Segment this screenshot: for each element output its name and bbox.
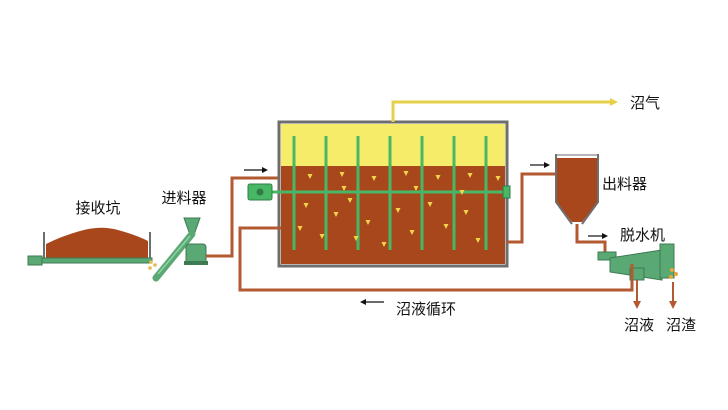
collection-pit — [27, 227, 157, 270]
discharge-bin — [555, 154, 599, 225]
dewatering-body — [609, 249, 663, 281]
collection-pit-label: 接收坑 — [75, 199, 120, 217]
agitator-end-cap — [502, 185, 511, 199]
pit-motor — [27, 255, 43, 266]
feeder — [152, 217, 208, 282]
digester-tank — [247, 120, 511, 268]
biogas-label: 沼气 — [630, 94, 660, 112]
gas-bubble — [395, 208, 401, 213]
digester-slurry — [281, 166, 505, 264]
gas-bubble — [381, 242, 387, 247]
gas-bubble — [435, 175, 441, 180]
dewatering-housing — [659, 243, 675, 279]
feed-direction-arrow — [244, 167, 268, 173]
biogas-residue-label: 沼渣 — [666, 316, 696, 334]
gas-bubble — [371, 176, 377, 181]
gas-bubble — [495, 176, 501, 181]
gas-bubble — [347, 198, 353, 203]
gas-bubble — [443, 224, 449, 229]
gas-bubble — [413, 186, 419, 191]
recirculation-label: 沼液循环 — [396, 300, 456, 318]
discharge-pipe — [507, 172, 556, 244]
gas-bubble — [307, 174, 313, 179]
gas-bubble — [463, 210, 469, 215]
feeder-label: 进料器 — [161, 189, 206, 207]
residue-particles — [669, 268, 678, 279]
gas-bubbles — [297, 171, 501, 247]
discharge-label: 出料器 — [602, 175, 647, 193]
feeder-hopper — [183, 217, 201, 233]
gas-bubble — [409, 230, 415, 235]
gas-bubble — [365, 220, 371, 225]
pit-slurry-mound — [46, 227, 148, 258]
gas-bubble — [341, 186, 347, 191]
recirculation-pipe — [238, 226, 634, 292]
pit-conveyor — [39, 257, 153, 264]
discharge-bin-outline — [555, 154, 599, 225]
gas-bubble — [353, 236, 359, 241]
biogas-arrowhead — [610, 98, 618, 106]
dewatering-feed-pipe — [575, 224, 607, 252]
biogas-slurry-label: 沼液 — [624, 316, 654, 334]
gas-bubble — [297, 226, 303, 231]
recirculation-direction-arrow — [360, 299, 384, 305]
gas-bubble — [339, 172, 345, 177]
discharge-bin-body — [556, 158, 598, 222]
gas-bubble — [475, 238, 481, 243]
gas-bubble — [333, 212, 339, 217]
gas-bubble — [467, 173, 473, 178]
feeder-screw-highlight — [157, 235, 191, 275]
digester-gas-layer — [281, 124, 505, 166]
gas-bubble — [303, 203, 309, 208]
agitator-motor-hub — [256, 188, 264, 196]
gas-bubble — [319, 234, 325, 239]
feeder-base — [184, 261, 208, 265]
slurry-output-arrowhead — [633, 301, 641, 309]
gas-bubble — [403, 171, 409, 176]
dewatering-inlet — [597, 251, 617, 261]
discharge-direction-arrow — [530, 162, 550, 168]
dewatering-feed-arrow — [588, 233, 608, 239]
pit-falling-particles — [148, 260, 157, 270]
feed-pipe — [206, 176, 278, 258]
residue-output-arrowhead — [669, 301, 677, 309]
biogas-pipe — [391, 100, 612, 122]
dewatering-machine — [597, 243, 678, 281]
gas-bubble — [459, 190, 465, 195]
dewatering-machine-label: 脱水机 — [620, 226, 665, 244]
gas-bubble — [427, 202, 433, 207]
